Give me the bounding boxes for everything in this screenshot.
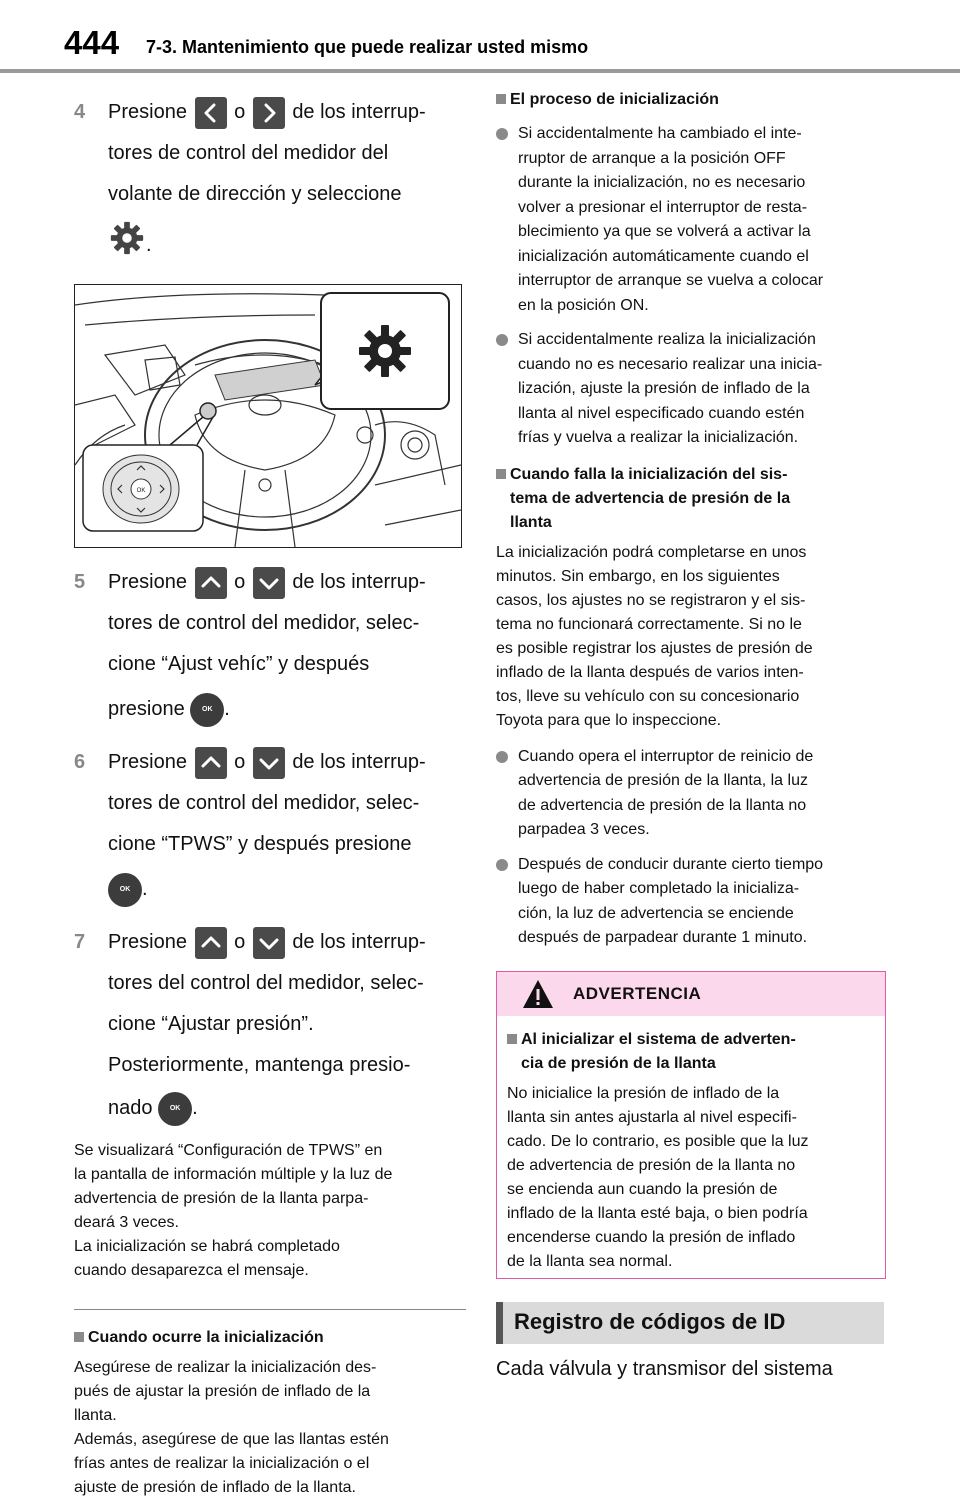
page-header: 444 7-3. Mantenimiento que puede realiza…	[0, 0, 960, 73]
warning-box: ADVERTENCIA Al inicializar el sistema de…	[496, 971, 886, 1279]
section-title: 7-3. Mantenimiento que puede realizar us…	[146, 37, 589, 57]
warning-header: ADVERTENCIA	[497, 972, 885, 1016]
step-5: 5 Presione o de los interrup- tores de c…	[74, 562, 466, 730]
step-line: tores de control del medidor, selec-	[108, 612, 420, 634]
step-line: nado OK.	[108, 1088, 466, 1129]
ok-button-icon: OK	[190, 692, 225, 727]
warning-title: ADVERTENCIA	[573, 984, 702, 1003]
step-line: cione “Ajustar presión”.	[108, 1013, 314, 1035]
step-line: tores del control del medidor, selec-	[108, 972, 424, 994]
step-line: Posteriormente, mantenga presio-	[108, 1054, 411, 1076]
svg-text:OK: OK	[137, 488, 146, 494]
subheading: Al inicializar el sistema de adverten- c…	[507, 1028, 875, 1076]
paragraph: La inicialización podrá completarse en u…	[496, 543, 813, 729]
section-banner: Registro de códigos de ID	[496, 1302, 884, 1344]
subheading: Cuando ocurre la inicialización	[74, 1326, 466, 1350]
bullet-item: Si accidentalmente ha cambiado el inte- …	[496, 122, 888, 318]
chevron-right-icon	[252, 96, 285, 129]
chevron-left-icon	[194, 96, 227, 129]
chevron-down-icon	[252, 566, 285, 599]
warning-triangle-icon	[521, 978, 555, 1015]
step-line: cione “TPWS” y después presione	[108, 833, 412, 855]
banner-accent	[496, 1302, 503, 1344]
left-column: 4 Presione o de los interrup- tores de c…	[74, 92, 466, 1500]
ok-button-icon: OK	[108, 872, 142, 907]
banner-title: Registro de códigos de ID	[514, 1309, 786, 1334]
subheading: Cuando falla la inicialización del sis- …	[496, 463, 888, 535]
paragraph: Asegúrese de realizar la inicialización …	[74, 1359, 389, 1496]
body-text: Cada válvula y transmisor del sistema	[496, 1358, 833, 1380]
ok-button-icon: OK	[158, 1091, 193, 1126]
step-4: 4 Presione o de los interrup- tores de c…	[74, 92, 466, 272]
bullet-item: Cuando opera el interruptor de reinicio …	[496, 745, 888, 843]
step-line: tores de control del medidor, selec-	[108, 792, 420, 814]
step-line: OK.	[108, 869, 466, 910]
step-line: .	[108, 219, 466, 272]
step-line: Presione o de los interrup-	[108, 92, 466, 133]
step-line: volante de dirección y seleccione	[108, 183, 402, 205]
gear-icon	[108, 219, 146, 272]
chevron-up-icon	[194, 566, 227, 599]
step-line: cione “Ajust vehíc” y después	[108, 653, 370, 675]
step-number: 7	[74, 931, 86, 953]
subheading: El proceso de inicialización	[496, 88, 888, 112]
step-number: 4	[74, 101, 86, 123]
chevron-down-icon	[252, 746, 285, 779]
page-number: 444	[64, 24, 120, 61]
bullet-item: Después de conducir durante cierto tiemp…	[496, 853, 888, 951]
step-line: Presione o de los interrup-	[108, 922, 466, 963]
step-6: 6 Presione o de los interrup- tores de c…	[74, 742, 466, 910]
step-line: Presione o de los interrup-	[108, 562, 466, 603]
header-divider	[0, 69, 960, 73]
step-line: Presione o de los interrup-	[108, 742, 466, 783]
paragraph: No inicialice la presión de inflado de l…	[507, 1085, 809, 1270]
chevron-up-icon	[194, 926, 227, 959]
step-7: 7 Presione o de los interrup- tores del …	[74, 922, 466, 1129]
bullet-item: Si accidentalmente realiza la inicializa…	[496, 328, 888, 451]
chevron-up-icon	[194, 746, 227, 779]
right-column: El proceso de inicialización Si accident…	[496, 88, 888, 961]
step7-note: Se visualizará “Configuración de TPWS” e…	[74, 1142, 393, 1279]
steering-wheel-illustration: OK	[74, 284, 462, 548]
step-line: presione OK.	[108, 689, 466, 730]
step-number: 6	[74, 751, 86, 773]
section-divider	[74, 1309, 466, 1310]
warning-body: Al inicializar el sistema de adverten- c…	[497, 1016, 885, 1274]
step-number: 5	[74, 571, 86, 593]
step-line: tores de control del medidor del	[108, 142, 389, 164]
chevron-down-icon	[252, 926, 285, 959]
